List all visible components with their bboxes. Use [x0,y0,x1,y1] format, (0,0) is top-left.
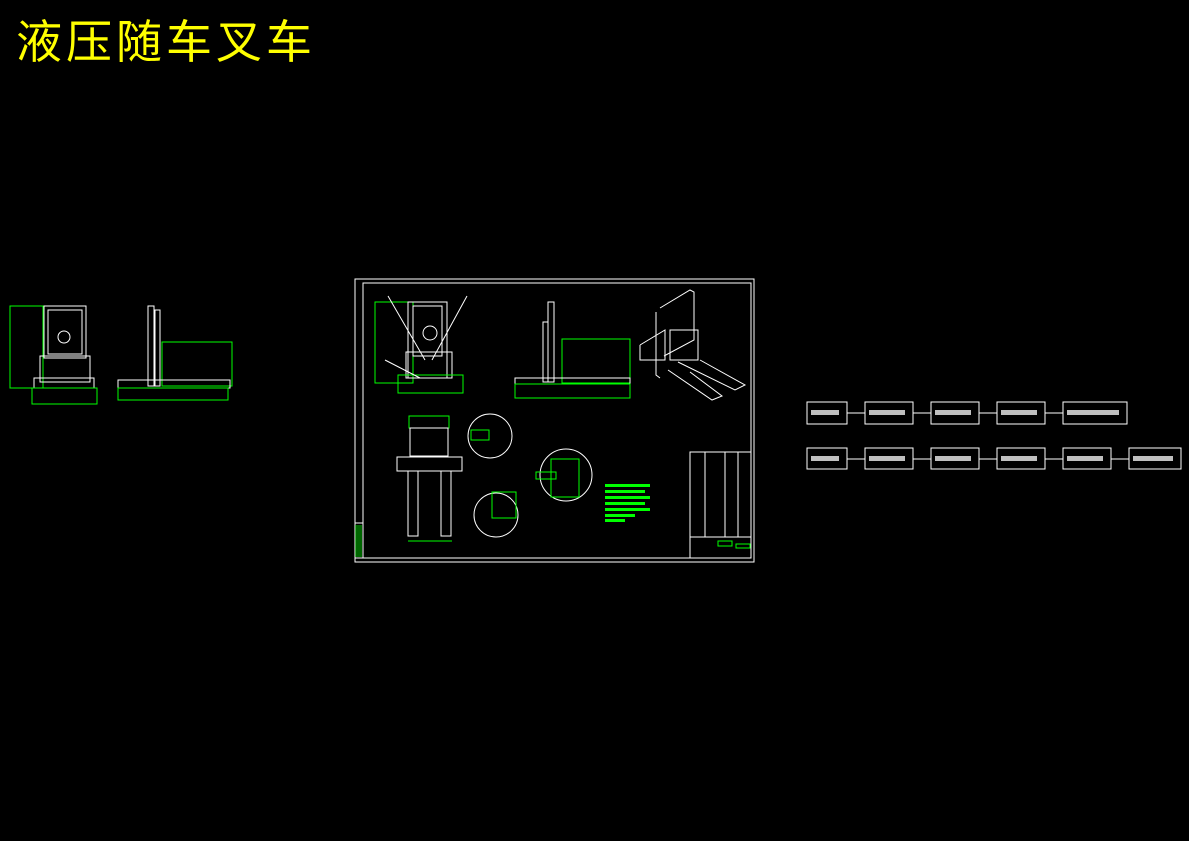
flow-step-text [1001,456,1037,461]
flow-step-box [1128,447,1182,470]
technical-notes [605,484,650,522]
flow-step-text [935,410,971,415]
detail-circle-a [467,413,513,459]
flow-step-text [1067,410,1119,415]
detail-circle-c [473,492,519,538]
isometric-view [639,289,747,401]
flow-step-text [1001,410,1037,415]
detail-circle-b [539,448,593,502]
side-view-small [117,305,233,401]
title-block [689,451,752,559]
flow-step-text [869,456,905,461]
flow-step-text [935,456,971,461]
flow-step-box [1062,401,1128,425]
flow-step-text [811,410,839,415]
flow-step-text [1133,456,1173,461]
flow-step-text [869,410,905,415]
front-view-small [9,305,98,405]
drawing-title: 液压随车叉车 [16,15,316,69]
process-flowchart [806,401,1182,470]
flow-step-text [811,456,839,461]
drawing-sheet [354,278,755,563]
flow-step-text [1067,456,1103,461]
